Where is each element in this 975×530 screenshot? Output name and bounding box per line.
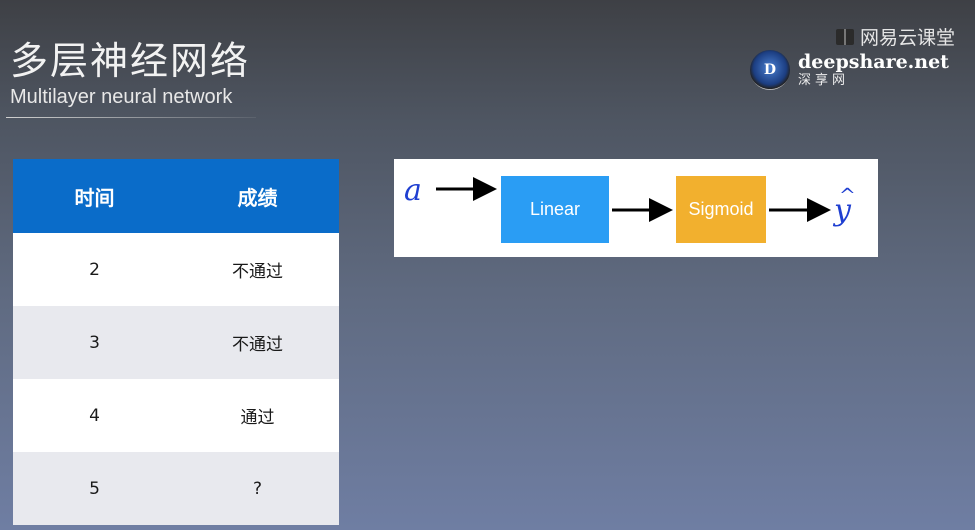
output-variable: y [834,193,851,228]
deepshare-brand: D deepshare.net 深享网 [750,50,949,90]
slide-subtitle: Multilayer neural network [10,86,233,108]
cell-grade: ? [176,452,339,525]
cell-time: 4 [13,379,176,452]
cell-time: 2 [13,233,176,306]
table-row: 5 ? [13,452,339,525]
header-grade: 成绩 [176,159,339,233]
cell-grade: 通过 [176,379,339,452]
table-row: 3 不通过 [13,306,339,379]
cell-grade: 不通过 [176,233,339,306]
sigmoid-block: Sigmoid [676,176,766,243]
deepshare-name: deepshare.net [798,51,949,73]
book-icon [835,28,854,45]
netease-brand: 网易云课堂 [835,23,955,50]
grades-table: 时间 成绩 2 不通过 3 不通过 4 通过 5 ? [13,159,339,525]
table-row: 2 不通过 [13,233,339,306]
model-diagram: a Linear Sigmoid ^ y [394,159,878,257]
output-hat: ^ [839,183,856,207]
linear-block: Linear [501,176,609,243]
table-row: 4 通过 [13,379,339,452]
table-header-row: 时间 成绩 [13,159,339,233]
cell-time: 5 [13,452,176,525]
deepshare-subname: 深享网 [798,73,850,88]
cell-grade: 不通过 [176,306,339,379]
header-time: 时间 [13,159,176,233]
diagram-arrows [436,177,831,222]
input-variable: a [404,173,422,208]
title-divider [6,117,256,118]
slide-title: 多层神经网络 [10,39,251,83]
cell-time: 3 [13,306,176,379]
deepshare-logo-icon: D [750,50,790,90]
netease-brand-label: 网易云课堂 [859,27,955,49]
